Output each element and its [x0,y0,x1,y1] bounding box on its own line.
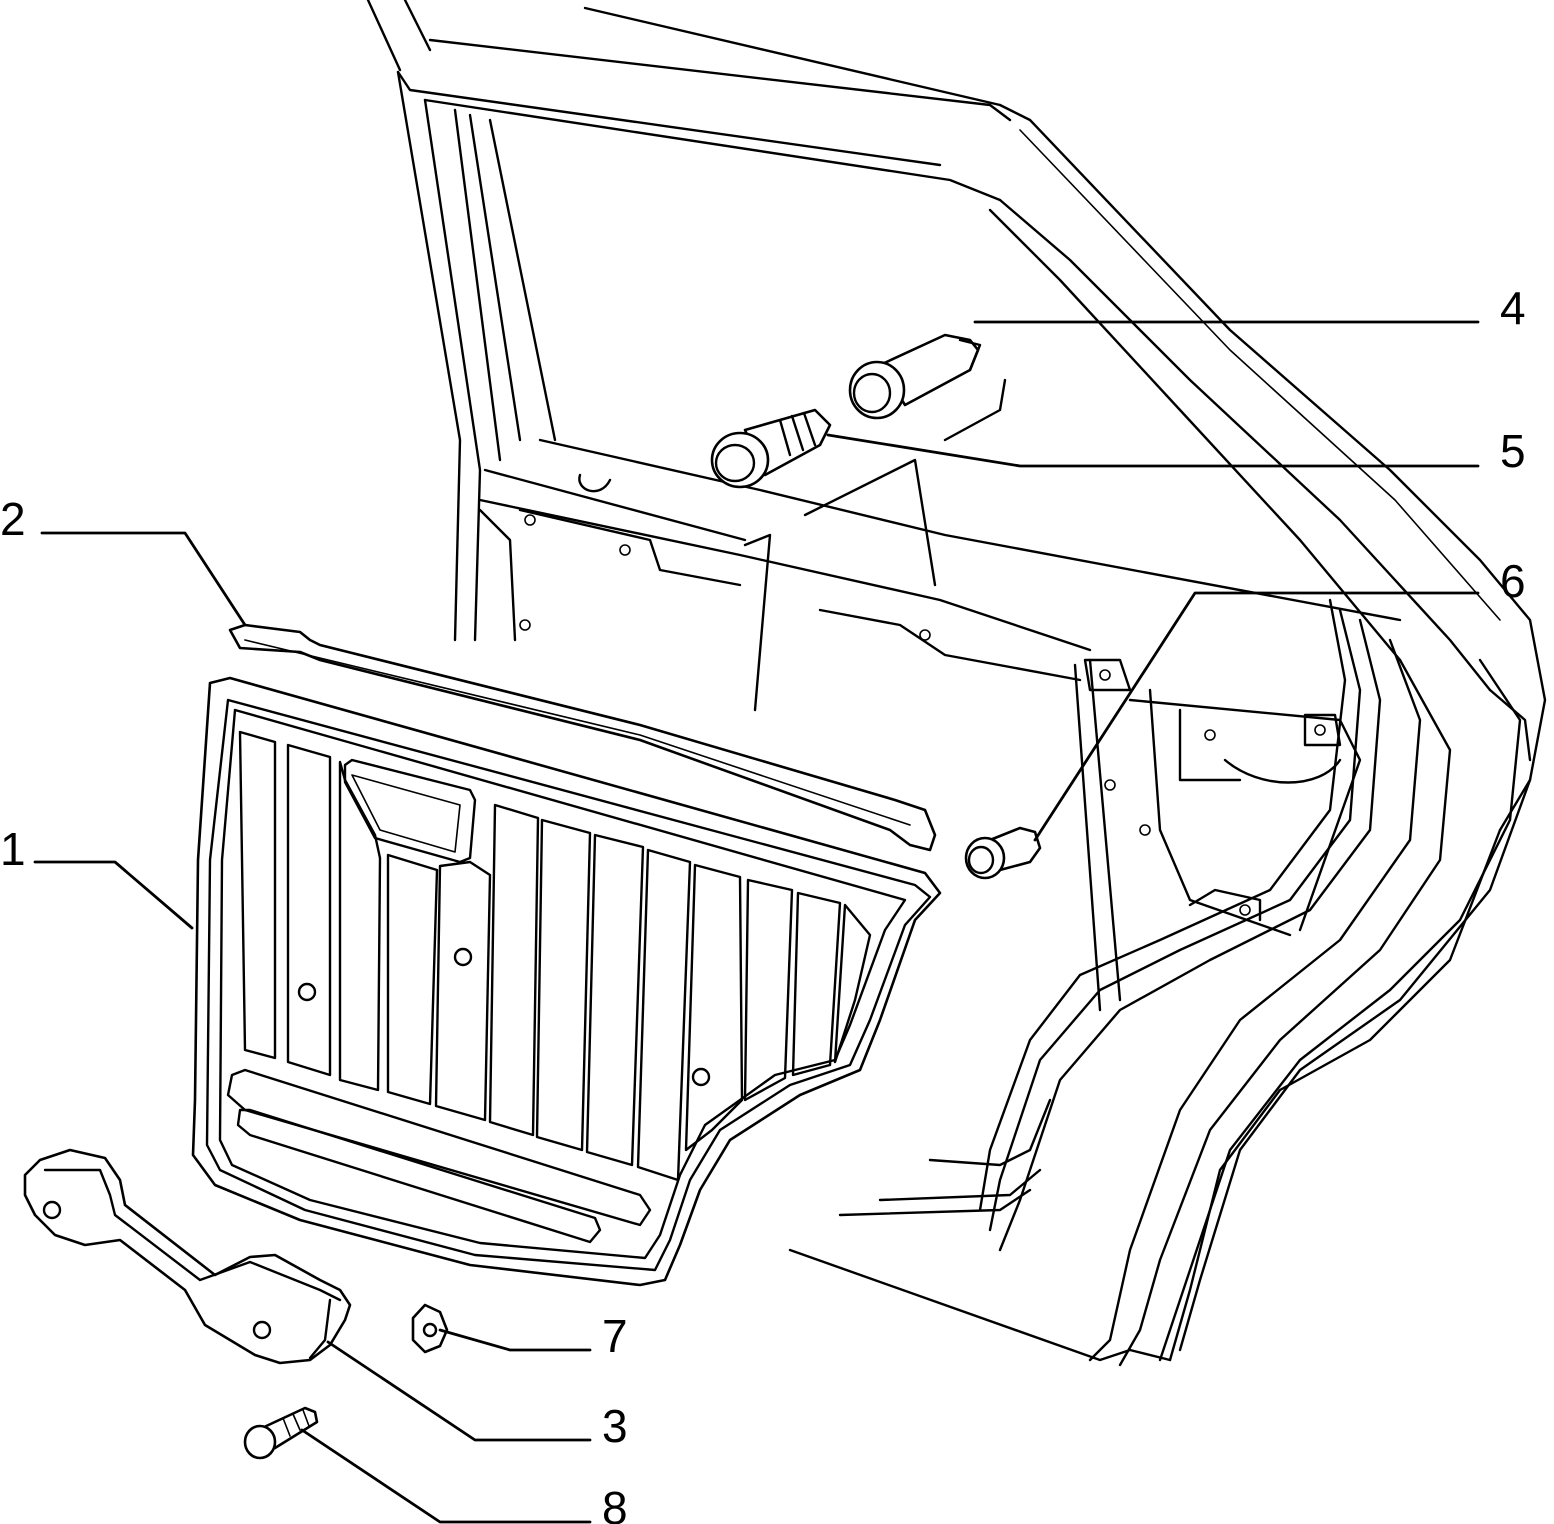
part-6-clip [964,826,1042,880]
leader-6 [1033,591,1480,842]
callout-8: 8 [602,1482,628,1524]
screw-hole [297,982,317,1002]
leader-1 [33,860,194,930]
part-7-nut [411,1303,449,1354]
part-8-screw [243,1406,319,1460]
door-shell [366,0,1547,1367]
leader-lines [33,320,1480,1524]
callout-2: 2 [0,493,26,545]
leader-8 [300,1428,592,1524]
panel-ribs [238,730,872,1182]
handle-recess [343,758,477,864]
callout-4: 4 [1500,282,1526,334]
leader-2 [40,531,247,627]
guide-lines [743,378,1007,712]
callout-3: 3 [602,1400,628,1452]
leader-7 [438,1328,592,1352]
callout-5: 5 [1500,425,1526,477]
part-2-trim-strip [228,623,937,852]
leader-3 [326,1340,592,1442]
screw-hole [453,947,473,967]
callout-7: 7 [602,1310,628,1362]
callout-numbers: 1 2 3 4 5 6 7 8 [0,282,1526,1524]
leader-5 [826,433,1480,468]
screw-hole [691,1067,711,1087]
part-3-armrest [23,1148,352,1365]
part-1-door-panel [191,676,942,1287]
part-5-ribbed-fastener [710,408,832,489]
callout-1: 1 [0,823,26,875]
part-4-plug-fastener [848,333,982,420]
callout-6: 6 [1500,555,1526,607]
